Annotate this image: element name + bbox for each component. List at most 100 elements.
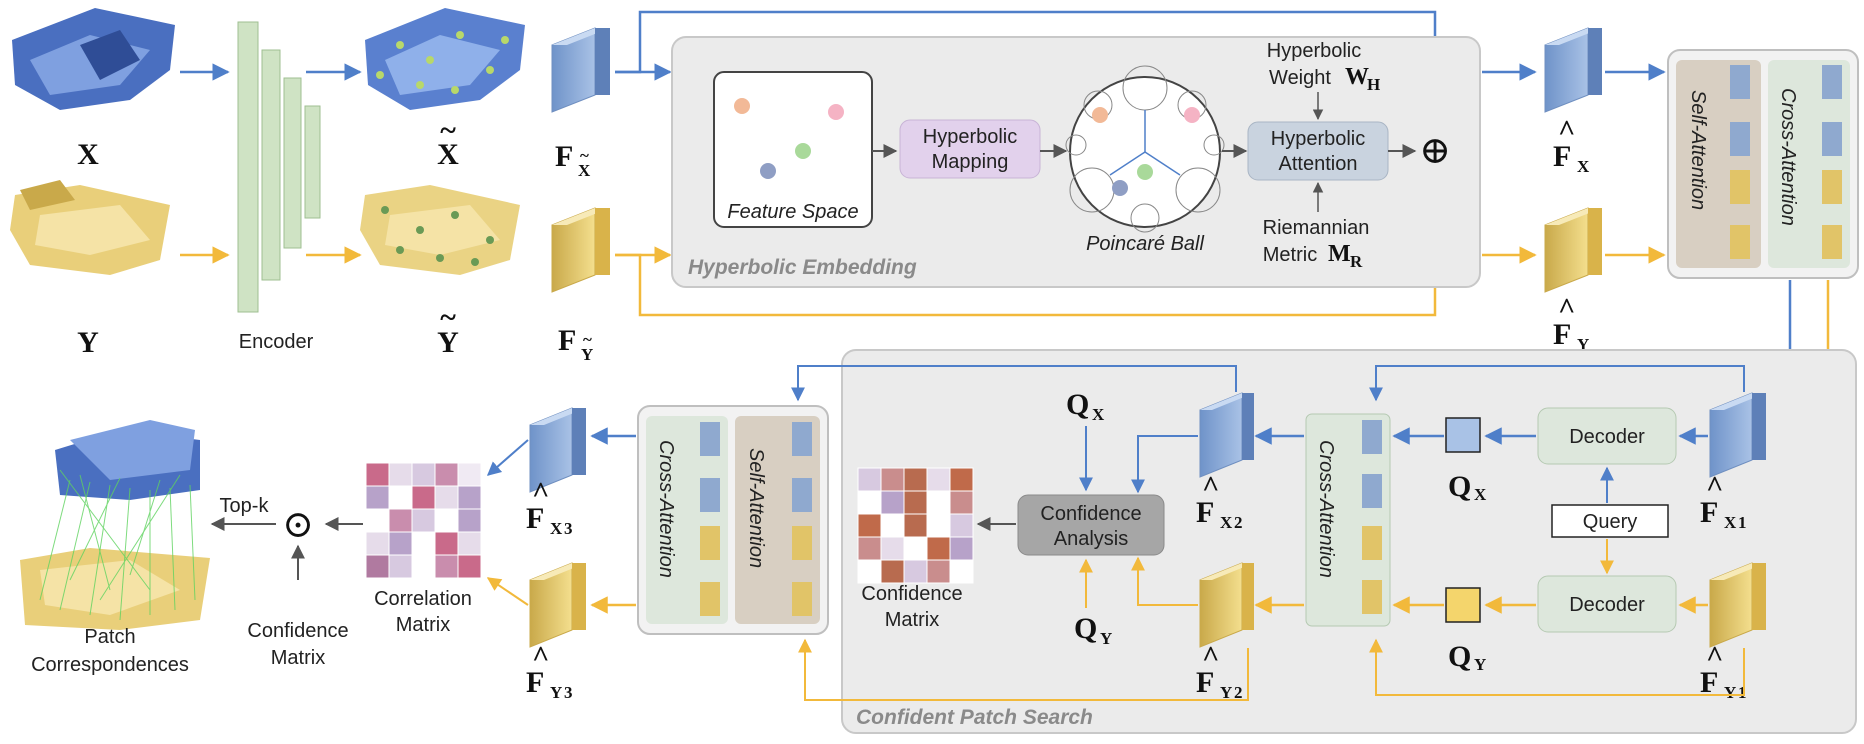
fy1-symbol: F [1700, 666, 1718, 699]
weight-symbol: W [1345, 64, 1369, 90]
feature-cube-fy1 [1709, 562, 1766, 648]
decoder-bottom-label: Decoder [1569, 594, 1645, 616]
fx2-index: 2 [1234, 513, 1243, 532]
patch-search-panel-title: Confident Patch Search [856, 706, 1093, 729]
patch-correspondences-image [20, 420, 210, 630]
matrix-cell [903, 490, 928, 515]
fx-hat-symbol: F [1553, 140, 1571, 173]
matrix-cell [457, 462, 482, 487]
correlation-matrix [365, 462, 482, 579]
matrix-cell [365, 508, 390, 533]
decoder-top [1537, 407, 1677, 465]
feature-cube-fx1 [1709, 392, 1766, 478]
feature-space-label: Feature Space [727, 201, 858, 223]
y-tilde-mark: ~ [440, 301, 456, 334]
fy2-caret: ^ [1202, 640, 1219, 673]
patch-correspondences-line1: Patch [84, 626, 135, 648]
confidence-matrix-output-line2: Matrix [271, 647, 325, 669]
feature-cube-fx3 [529, 407, 586, 493]
matrix-cell [857, 513, 882, 538]
encoder [237, 21, 321, 313]
fy3-index: 3 [564, 683, 573, 702]
matrix-cell [926, 467, 951, 492]
metric-line2: Metric [1263, 244, 1317, 266]
fx3-subscript: X [550, 519, 563, 538]
matrix-cell [949, 490, 974, 515]
matrix-cell [926, 513, 951, 538]
fy2-symbol: F [1196, 666, 1214, 699]
metric-subscript: R [1350, 252, 1363, 271]
patch-correspondences-line2: Correspondences [31, 654, 189, 676]
point-cloud-y [10, 180, 170, 275]
y-label: Y [77, 326, 99, 359]
fy-hat-symbol: F [1553, 318, 1571, 351]
encoder-label: Encoder [239, 331, 314, 353]
matrix-cell [903, 536, 928, 561]
qx-square [1445, 417, 1481, 453]
matrix-cell [388, 462, 413, 487]
qy-left-subscript: Y [1100, 629, 1112, 648]
fy3-symbol: F [526, 666, 544, 699]
matrix-cell [880, 490, 905, 515]
matrix-cell [949, 467, 974, 492]
fx1-index: 1 [1738, 513, 1747, 532]
matrix-cell [880, 513, 905, 538]
cross-attention-block-mid [1305, 413, 1391, 627]
matrix-cell [388, 554, 413, 579]
fx2-symbol: F [1196, 496, 1214, 529]
fx-subscript: X [578, 161, 591, 180]
confidence-matrix-line2: Matrix [885, 609, 939, 631]
feature-cube-fy-hat [1544, 207, 1602, 293]
matrix-cell [949, 513, 974, 538]
confidence-analysis-line1: Confidence [1040, 503, 1141, 525]
matrix-cell [434, 485, 459, 510]
matrix-cell [411, 508, 436, 533]
matrix-cell [411, 462, 436, 487]
fx-symbol: F [555, 140, 573, 173]
metric-line1: Riemannian [1263, 217, 1370, 239]
matrix-cell [949, 559, 974, 584]
feature-cube-fy3 [529, 562, 586, 648]
fy-symbol: F [558, 324, 576, 357]
matrix-cell [411, 531, 436, 556]
matrix-cell [457, 485, 482, 510]
matrix-cell [857, 536, 882, 561]
x-label: X [77, 138, 99, 171]
qy-left-symbol: Q [1074, 612, 1097, 645]
cross-attention-label-top: Cross-Attention [1777, 88, 1799, 226]
qx-left-subscript: X [1092, 405, 1105, 424]
odot-icon: ⊙ [282, 504, 314, 546]
matrix-cell [880, 559, 905, 584]
hyperbolic-mapping-block [899, 119, 1041, 179]
oplus-icon: ⊕ [1419, 130, 1451, 172]
confidence-matrix-line1: Confidence [861, 583, 962, 605]
confidence-matrix [857, 467, 974, 584]
feature-cube-fy [551, 207, 610, 293]
matrix-cell [903, 559, 928, 584]
fx-hat-caret: ^ [1558, 114, 1575, 147]
weight-line1: Hyperbolic [1267, 40, 1361, 62]
matrix-cell [926, 490, 951, 515]
qy-square [1445, 587, 1481, 623]
confidence-analysis-line2: Analysis [1054, 528, 1128, 550]
poincare-ball [1065, 65, 1225, 233]
fx3-symbol: F [526, 502, 544, 535]
fy-hat-caret: ^ [1558, 292, 1575, 325]
hyperbolic-attention-line2: Attention [1279, 153, 1358, 175]
decoder-top-label: Decoder [1569, 426, 1645, 448]
matrix-cell [926, 536, 951, 561]
correlation-matrix-line2: Matrix [396, 614, 450, 636]
fx-sub-tilde: ~ [580, 146, 589, 165]
qx-left-symbol: Q [1066, 388, 1089, 421]
weight-line2: Weight [1269, 67, 1331, 89]
mini-cubes-mid [1362, 420, 1382, 614]
query-label: Query [1583, 511, 1637, 533]
matrix-cell [388, 531, 413, 556]
hyperbolic-mapping-line2: Mapping [932, 151, 1009, 173]
fy1-caret: ^ [1706, 640, 1723, 673]
weight-subscript: H [1367, 75, 1380, 94]
matrix-cell [857, 559, 882, 584]
qx-symbol: Q [1448, 470, 1471, 503]
fy1-subscript: Y [1724, 683, 1736, 702]
matrix-cell [365, 531, 390, 556]
